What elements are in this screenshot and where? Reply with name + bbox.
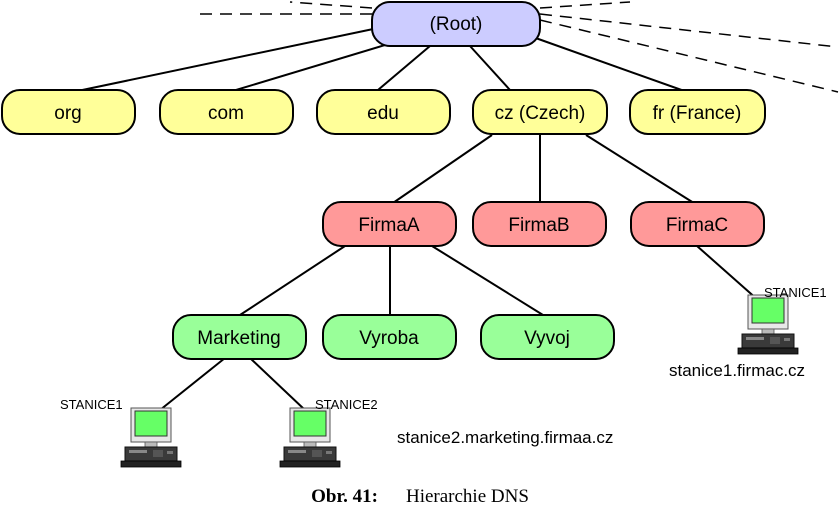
node-edu: edu: [316, 89, 451, 135]
node-cz-label: cz (Czech): [495, 103, 586, 124]
node-firma-c: FirmaC: [630, 201, 765, 247]
node-org: org: [1, 89, 136, 135]
node-fr-label: fr (France): [653, 103, 742, 124]
hostname-stanice1-firmac: stanice1.firmac.cz: [669, 361, 805, 380]
node-marketing-label: Marketing: [197, 328, 280, 349]
node-vyvoj-label: Vyvoj: [524, 328, 570, 349]
figure-caption: Obr. 41: Hierarchie DNS: [0, 486, 840, 508]
node-org-label: org: [54, 103, 81, 124]
desktop-computer-icon: [279, 407, 341, 468]
node-firma-b-label: FirmaB: [508, 215, 569, 236]
node-com-label: com: [208, 103, 244, 124]
tree-connectors: [67, 27, 759, 411]
desktop-computer-icon: [120, 407, 182, 468]
computer-stanice1-firmac: STANICE1: [737, 285, 827, 355]
node-marketing: Marketing: [172, 314, 307, 360]
node-root-label: (Root): [430, 14, 483, 35]
caption-text: Hierarchie DNS: [405, 486, 529, 507]
computer-label: STANICE1: [60, 397, 123, 412]
computer-stanice2-marketing: STANICE2: [279, 397, 378, 468]
node-firma-b: FirmaB: [472, 201, 607, 247]
node-firma-a-label: FirmaA: [358, 215, 420, 236]
desktop-computer-icon: [737, 294, 799, 355]
node-com: com: [159, 89, 294, 135]
node-firma-a: FirmaA: [322, 201, 457, 247]
caption-number: Obr. 41:: [311, 486, 378, 507]
node-cz: cz (Czech): [472, 89, 608, 135]
computer-label: STANICE2: [315, 397, 378, 412]
node-edu-label: edu: [367, 103, 399, 124]
node-vyroba-label: Vyroba: [359, 328, 419, 349]
node-fr: fr (France): [629, 89, 766, 135]
computer-label: STANICE1: [764, 285, 827, 300]
node-vyvoj: Vyvoj: [480, 314, 615, 360]
node-firma-c-label: FirmaC: [666, 215, 728, 236]
dashed-connectors: [192, 1, 839, 93]
hostname-stanice2: stanice2.marketing.firmaa.cz: [397, 428, 613, 447]
computer-stanice1-marketing: STANICE1: [60, 397, 182, 468]
node-vyroba: Vyroba: [322, 314, 457, 360]
node-root: (Root): [371, 1, 541, 47]
